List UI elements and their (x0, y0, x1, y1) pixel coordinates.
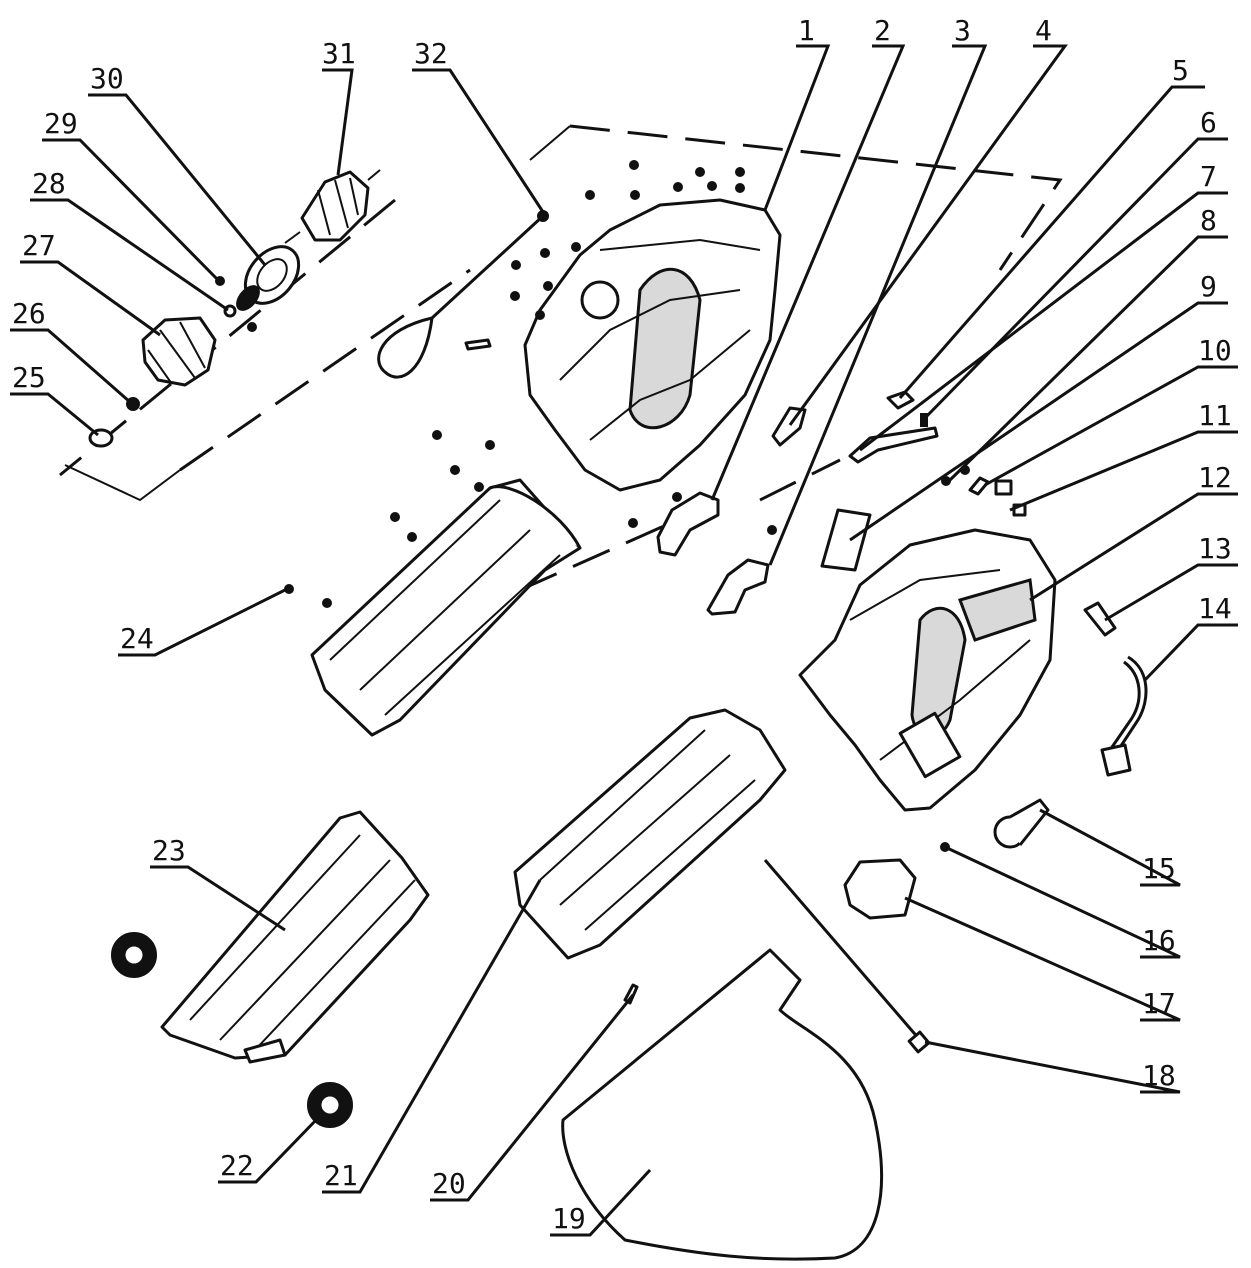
callout-25: 25 (12, 361, 46, 394)
motor (284, 169, 381, 244)
impeller (141, 316, 217, 387)
switch-plate (820, 508, 872, 572)
callout-10: 10 (1198, 334, 1232, 367)
callout-13: 13 (1198, 532, 1232, 565)
callout-15: 15 (1142, 852, 1176, 885)
callout-11: 11 (1198, 399, 1232, 432)
switch-lever-2 (706, 558, 770, 616)
callout-17: 17 (1142, 987, 1176, 1020)
callout-9: 9 (1200, 270, 1217, 303)
switch-lever (656, 491, 720, 557)
callout-22: 22 (220, 1149, 254, 1182)
collection-bag (561, 948, 884, 1261)
callout-leaders (10, 44, 1238, 1237)
trigger (848, 426, 939, 464)
callout-3: 3 (954, 14, 971, 47)
callout-32: 32 (414, 37, 448, 70)
callout-12: 12 (1198, 461, 1232, 494)
wheel-upper (111, 932, 157, 978)
fan-disc (236, 245, 301, 311)
nozzle-tube (160, 810, 430, 1064)
right-housing-half (798, 528, 1057, 812)
bag-screw (623, 983, 639, 1005)
callout-14: 14 (1198, 592, 1232, 625)
small-screw-2 (247, 322, 257, 332)
callout-8: 8 (1200, 204, 1217, 237)
knob (993, 798, 1050, 849)
callout-20: 20 (432, 1167, 466, 1200)
callout-29: 29 (44, 107, 78, 140)
spring (968, 476, 990, 496)
callout-1: 1 (798, 14, 815, 47)
lower-tube-half (513, 708, 787, 960)
left-housing-half (523, 198, 782, 492)
switch-box (843, 858, 917, 920)
cord-loop (377, 210, 549, 379)
callout-30: 30 (90, 62, 124, 95)
assembly-guide-lines (59, 124, 1063, 592)
callout-27: 27 (22, 229, 56, 262)
callout-28: 28 (32, 167, 66, 200)
callout-24: 24 (120, 622, 154, 655)
upper-tube-half (310, 478, 582, 737)
callout-26: 26 (12, 297, 46, 330)
callout-6: 6 (1200, 106, 1217, 139)
latch (771, 406, 807, 447)
clip (886, 390, 915, 410)
power-cord (1100, 655, 1148, 777)
wheel-lower (307, 1082, 353, 1128)
callout-4: 4 (1035, 14, 1052, 47)
callout-23: 23 (152, 834, 186, 867)
callout-16: 16 (1142, 924, 1176, 957)
callout-2: 2 (874, 14, 891, 47)
callout-31: 31 (322, 37, 356, 70)
callout-21: 21 (324, 1159, 358, 1192)
callout-7: 7 (1200, 160, 1217, 193)
callout-labels: 1 2 3 4 5 6 7 8 9 10 11 12 13 14 15 16 1… (12, 14, 1232, 1235)
callout-18: 18 (1142, 1059, 1176, 1092)
pin (920, 413, 928, 427)
cable-tie (763, 859, 931, 1054)
block (994, 479, 1013, 496)
strain-relief (1083, 601, 1117, 637)
callout-19: 19 (552, 1202, 586, 1235)
callout-5: 5 (1172, 54, 1189, 87)
